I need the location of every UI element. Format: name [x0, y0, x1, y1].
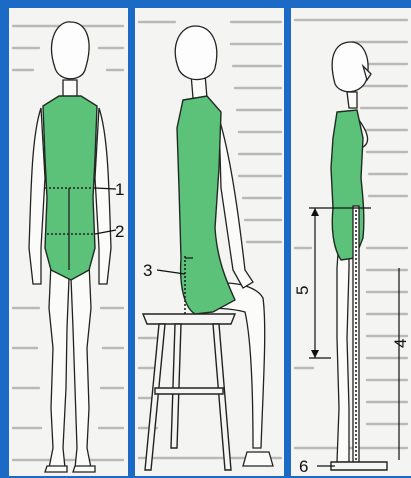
panel-seated-view: 3: [135, 8, 284, 476]
panel-back-view: 1 2: [9, 8, 128, 476]
seated-figure: 3: [135, 8, 284, 476]
callout-4-label: 4: [391, 339, 410, 348]
callout-5-label: 5: [293, 286, 312, 295]
callout-3-label: 3: [143, 261, 152, 280]
left-arm: [29, 108, 45, 284]
right-arm: [95, 108, 111, 284]
stool-seat: [143, 314, 235, 324]
stool-rung: [155, 388, 223, 394]
right-leg: [71, 263, 91, 468]
arm: [219, 118, 253, 288]
dimension-5-arrow-bottom: [311, 350, 319, 358]
left-foot: [45, 466, 67, 472]
stool-leg-back: [213, 324, 231, 470]
hair: [52, 22, 89, 79]
side-view-figure: 5 4 6: [291, 8, 411, 476]
panel-side-view: 5 4 6: [291, 8, 411, 476]
back-view-figure: 1 2: [9, 8, 128, 476]
callout-2-label: 2: [115, 222, 124, 241]
hair: [175, 26, 216, 80]
right-foot: [73, 466, 95, 472]
rod-base: [331, 462, 387, 470]
callout-6-label: 6: [299, 457, 308, 476]
dimension-5-arrow-top: [311, 208, 319, 216]
stool-leg-middle: [171, 324, 181, 448]
callout-1-label: 1: [115, 180, 124, 199]
foot: [243, 452, 273, 466]
left-leg: [49, 263, 69, 468]
neck: [347, 92, 357, 108]
